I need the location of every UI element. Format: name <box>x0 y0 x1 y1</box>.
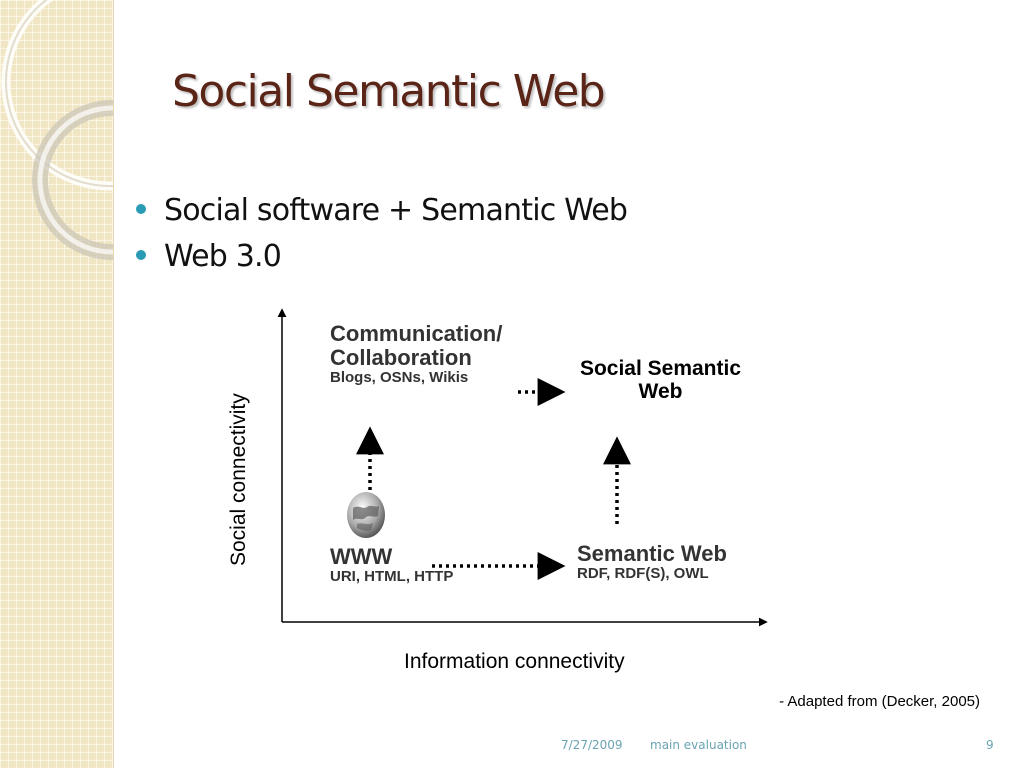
communication-node: Communication/ Collaboration Blogs, OSNs… <box>330 322 502 386</box>
bullet-item: Social software + Semantic Web <box>136 188 628 234</box>
www-node: WWW URI, HTML, HTTP <box>330 545 453 585</box>
semantic-web-title: Semantic Web <box>577 541 727 566</box>
decorative-rings <box>1 0 113 260</box>
y-axis-label: Social connectivity <box>227 393 250 566</box>
bullet-text: Social software + Semantic Web <box>164 193 628 228</box>
source-credit: - Adapted from (Decker, 2005) <box>779 693 980 710</box>
bullet-item: Web 3.0 <box>136 234 627 280</box>
decorative-side-strip <box>0 0 114 768</box>
semantic-web-node: Semantic Web RDF, RDF(S), OWL <box>577 542 727 582</box>
bullet-dot-icon <box>136 250 146 260</box>
www-subtitle: URI, HTML, HTTP <box>330 567 454 585</box>
social-semantic-web-line2: Web <box>638 379 683 403</box>
footer-date: 7/27/2009 <box>561 738 623 752</box>
bullet-list: Social software + Semantic Web Web 3.0 <box>136 188 628 280</box>
communication-title-line1: Communication/ <box>330 321 503 346</box>
bullet-text: Web 3.0 <box>164 239 282 274</box>
slide-title: Social Semantic Web <box>172 66 606 117</box>
communication-subtitle: Blogs, OSNs, Wikis <box>330 368 469 386</box>
footer-page-number: 9 <box>986 738 994 752</box>
social-semantic-web-line1: Social Semantic <box>579 357 742 380</box>
social-semantic-web-node: Social Semantic Web <box>558 357 763 403</box>
x-axis-label: Information connectivity <box>404 650 625 673</box>
bullet-dot-icon <box>136 204 146 214</box>
www-title: WWW <box>330 544 393 569</box>
communication-title-line2: Collaboration <box>330 344 472 370</box>
globe-icon <box>347 492 385 538</box>
footer-name: main evaluation <box>650 738 747 752</box>
semantic-web-subtitle: RDF, RDF(S), OWL <box>577 564 709 582</box>
